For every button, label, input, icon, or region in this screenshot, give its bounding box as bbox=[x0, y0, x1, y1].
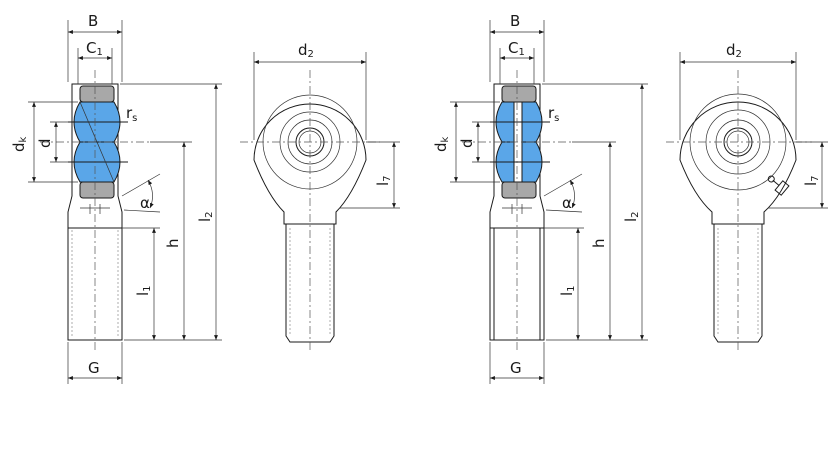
label-l1: l1 bbox=[134, 285, 153, 296]
label-dk-2: dk bbox=[432, 136, 451, 152]
rod-end-section-view-1 bbox=[40, 70, 150, 350]
label-l7-2: l7 bbox=[802, 175, 821, 186]
grease-nipple-icon bbox=[767, 175, 790, 196]
label-G-2: G bbox=[510, 359, 522, 377]
label-l2: l2 bbox=[196, 211, 215, 222]
seal-ring-bottom-2 bbox=[501, 181, 537, 199]
label-C1-2: C1 bbox=[508, 39, 525, 58]
label-l2-2: l2 bbox=[622, 211, 641, 222]
label-G: G bbox=[88, 359, 100, 377]
label-B: B bbox=[88, 12, 98, 30]
seal-ring-top bbox=[79, 85, 115, 103]
seal-ring-top-2 bbox=[501, 85, 537, 103]
insert-diagonal bbox=[79, 101, 115, 183]
label-h: h bbox=[164, 238, 182, 248]
dimensions-view-4: d2 l7 bbox=[679, 41, 828, 209]
dimensions-view-2: d2 l7 bbox=[253, 41, 400, 209]
label-alpha: α bbox=[140, 194, 150, 212]
label-C1: C1 bbox=[86, 39, 103, 58]
dimensions-view-3: B C1 rs dk d α l2 h l1 G bbox=[432, 12, 648, 384]
dimensions-view-1: B C1 rs dk d α l2 h l1 bbox=[10, 12, 222, 384]
label-l1-2: l1 bbox=[558, 285, 577, 296]
label-d-2: d bbox=[458, 138, 476, 148]
label-d2: d2 bbox=[298, 41, 314, 60]
label-alpha-2: α bbox=[562, 194, 572, 212]
label-rs: rs bbox=[126, 104, 137, 124]
rod-end-section-view-2 bbox=[462, 70, 572, 350]
rod-end-front-view-1 bbox=[240, 70, 380, 350]
label-dk: dk bbox=[10, 136, 29, 152]
label-d: d bbox=[36, 138, 54, 148]
rod-end-front-view-2 bbox=[666, 70, 812, 350]
label-h-2: h bbox=[590, 238, 608, 248]
label-l7: l7 bbox=[374, 175, 393, 186]
eye-outline-2 bbox=[679, 101, 797, 225]
label-rs-2: rs bbox=[548, 104, 559, 124]
label-d2-2: d2 bbox=[726, 41, 742, 60]
label-B-2: B bbox=[510, 12, 520, 30]
seal-ring-bottom bbox=[79, 181, 115, 199]
grease-groove bbox=[80, 204, 110, 214]
